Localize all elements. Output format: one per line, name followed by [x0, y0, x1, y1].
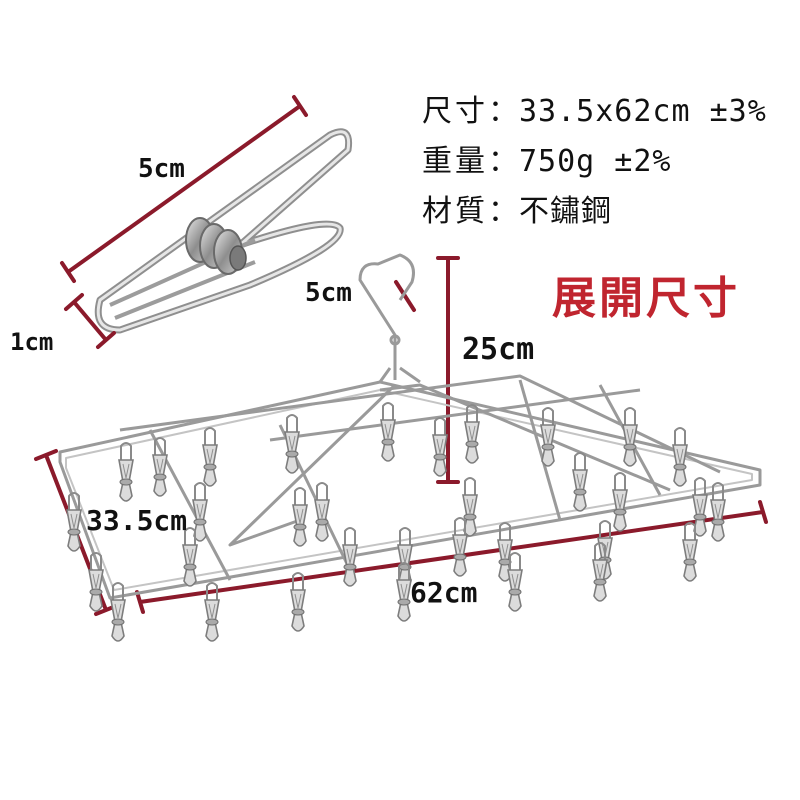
spring-coil	[185, 217, 247, 275]
spec-row-size: 尺寸：33.5x62cm ±3%	[422, 86, 767, 130]
height-line	[436, 256, 460, 484]
length-line	[135, 500, 768, 614]
clip-length-line	[60, 95, 308, 283]
spec-separator: ：	[488, 194, 519, 229]
hanger-frame	[58, 253, 762, 600]
spec-row-weight: 重量：750g ±2%	[422, 136, 672, 180]
spec-separator: ：	[488, 94, 519, 129]
spec-value: 750g ±2%	[519, 144, 672, 179]
clip-width-label: 1cm	[10, 328, 54, 356]
spec-label: 尺寸	[422, 94, 488, 129]
clip-length-label: 5cm	[138, 154, 185, 184]
spec-value: 33.5x62cm ±3%	[519, 94, 767, 129]
spec-label: 重量	[422, 144, 488, 179]
spec-row-material: 材質：不鏽鋼	[422, 186, 612, 230]
clothespin-detail	[94, 128, 353, 334]
hook-line	[394, 280, 416, 312]
spec-value: 不鏽鋼	[519, 194, 612, 229]
depth-label: 33.5cm	[86, 504, 188, 537]
hook-size-label: 5cm	[305, 278, 352, 308]
spec-label: 材質	[422, 194, 488, 229]
height-label: 25cm	[462, 332, 535, 367]
clip-width-line	[64, 293, 116, 349]
expanded-size-title: 展開尺寸	[552, 273, 740, 324]
length-label: 62cm	[410, 576, 478, 609]
spec-separator: ：	[488, 144, 519, 179]
